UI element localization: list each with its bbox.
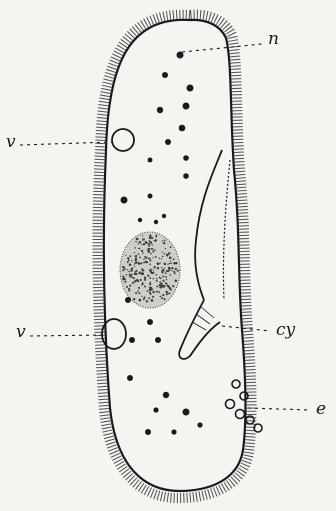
- oral-groove-inner: [223, 160, 230, 300]
- label-v-lower: v: [16, 324, 26, 341]
- contractile-vacuole-upper: [112, 129, 134, 151]
- leader-lines: [20, 44, 310, 410]
- oral-groove: [195, 150, 222, 300]
- label-v-upper: v: [6, 134, 16, 151]
- cytopharynx: [179, 300, 220, 359]
- forming-vacuoles: [226, 380, 263, 432]
- label-cy: cy: [276, 322, 295, 339]
- label-e: e: [316, 401, 326, 418]
- label-n: n: [268, 31, 279, 48]
